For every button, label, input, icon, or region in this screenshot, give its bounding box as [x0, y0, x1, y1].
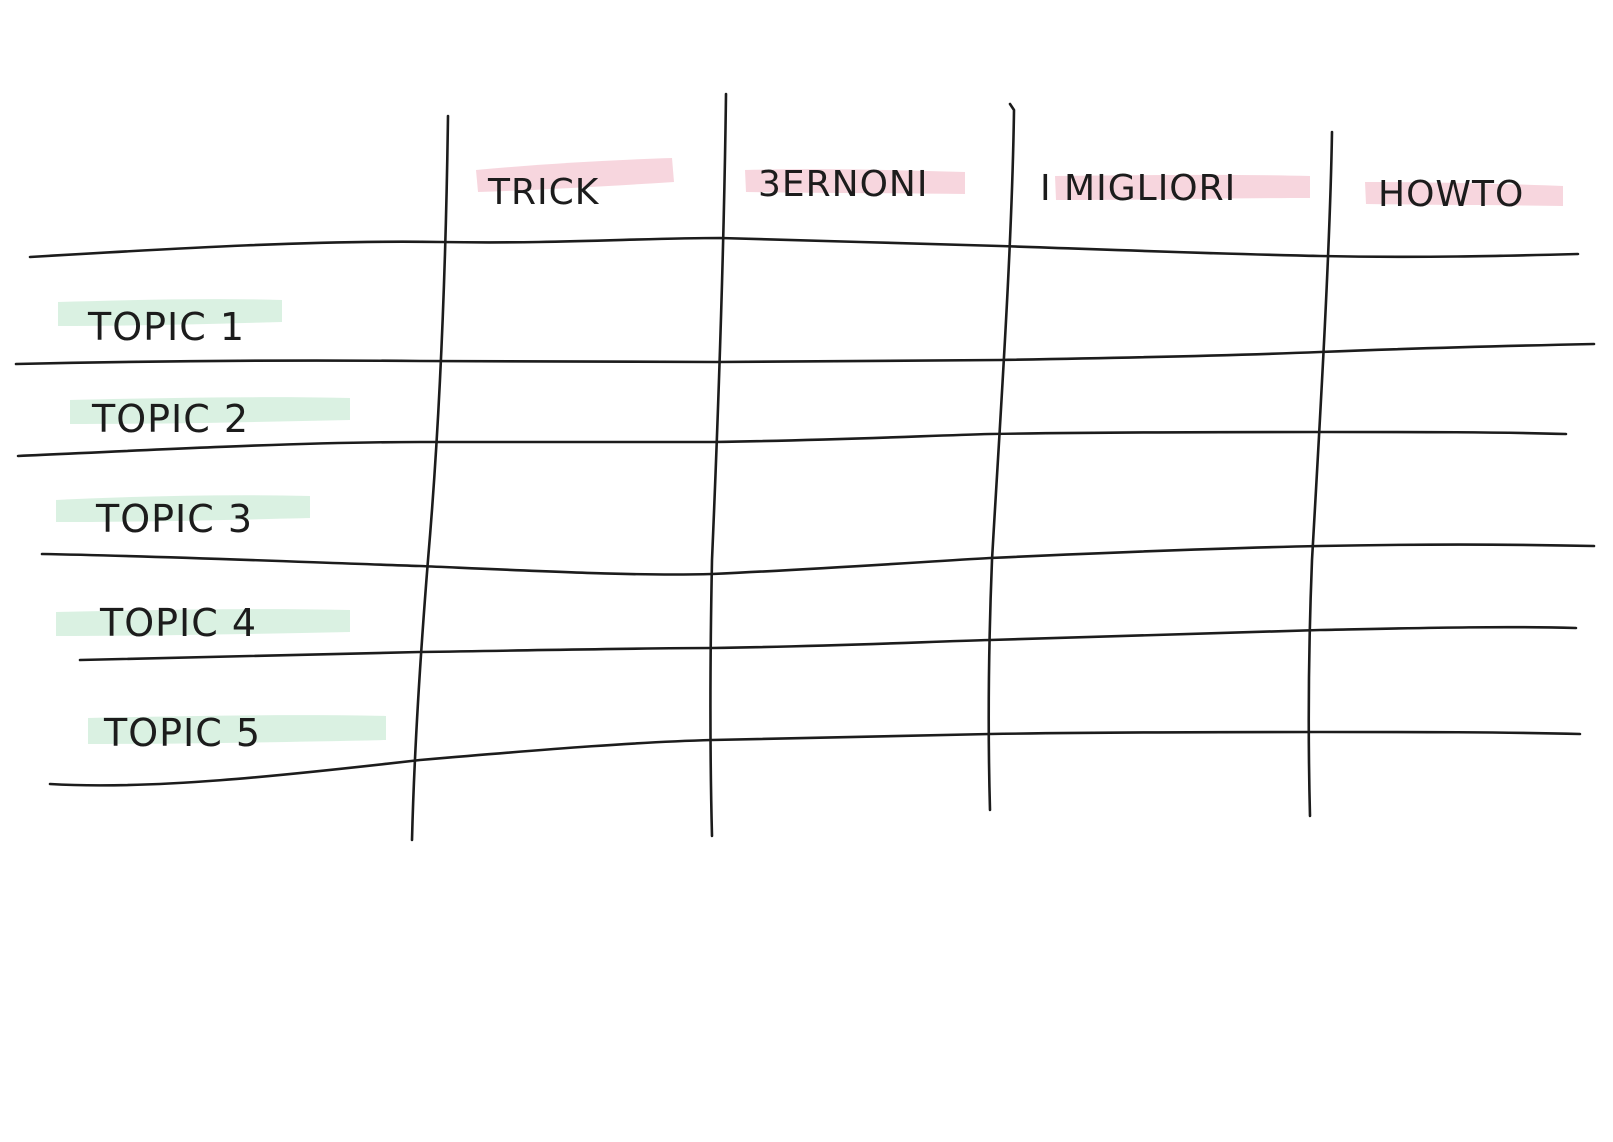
row-label-3: TOPIC 3 — [95, 497, 253, 541]
column-line-2 — [709, 92, 728, 838]
column-header-4: HOWTO — [1378, 174, 1524, 215]
row-highlight-1 — [58, 299, 282, 326]
column-header-1: TRICK — [487, 172, 600, 213]
row-label-highlights — [56, 299, 386, 744]
column-line-1 — [410, 114, 450, 842]
row-highlight-3 — [56, 495, 310, 522]
row-label-2: TOPIC 2 — [91, 397, 249, 441]
header-highlight-4 — [1365, 182, 1563, 206]
header-underline — [28, 236, 1580, 259]
row-label-1: TOPIC 1 — [87, 305, 245, 349]
row-line-5 — [48, 730, 1582, 787]
row-label-4: TOPIC 4 — [99, 601, 257, 645]
row-line-4 — [78, 625, 1578, 662]
header-highlight-3 — [1055, 174, 1310, 200]
header-highlight-1 — [476, 158, 674, 192]
header-highlight-2 — [745, 169, 965, 194]
row-labels: TOPIC 1 TOPIC 2 TOPIC 3 TOPIC 4 TOPIC 5 — [87, 305, 261, 755]
column-header-3: I MIGLIORI — [1040, 168, 1236, 209]
row-line-1 — [14, 342, 1596, 366]
row-highlight-2 — [70, 397, 350, 424]
row-highlight-5 — [88, 715, 386, 744]
horizontal-lines — [14, 236, 1596, 787]
vertical-lines — [410, 92, 1334, 842]
row-line-2 — [16, 430, 1568, 458]
column-line-4 — [1307, 130, 1334, 818]
header-highlights — [476, 158, 1563, 206]
column-line-3 — [987, 102, 1016, 812]
row-highlight-4 — [56, 609, 350, 636]
row-line-3 — [40, 543, 1596, 576]
row-label-5: TOPIC 5 — [103, 711, 261, 755]
column-header-2: 3ERNONI — [758, 164, 928, 205]
column-headers: TRICK 3ERNONI I MIGLIORI HOWTO — [487, 164, 1524, 215]
